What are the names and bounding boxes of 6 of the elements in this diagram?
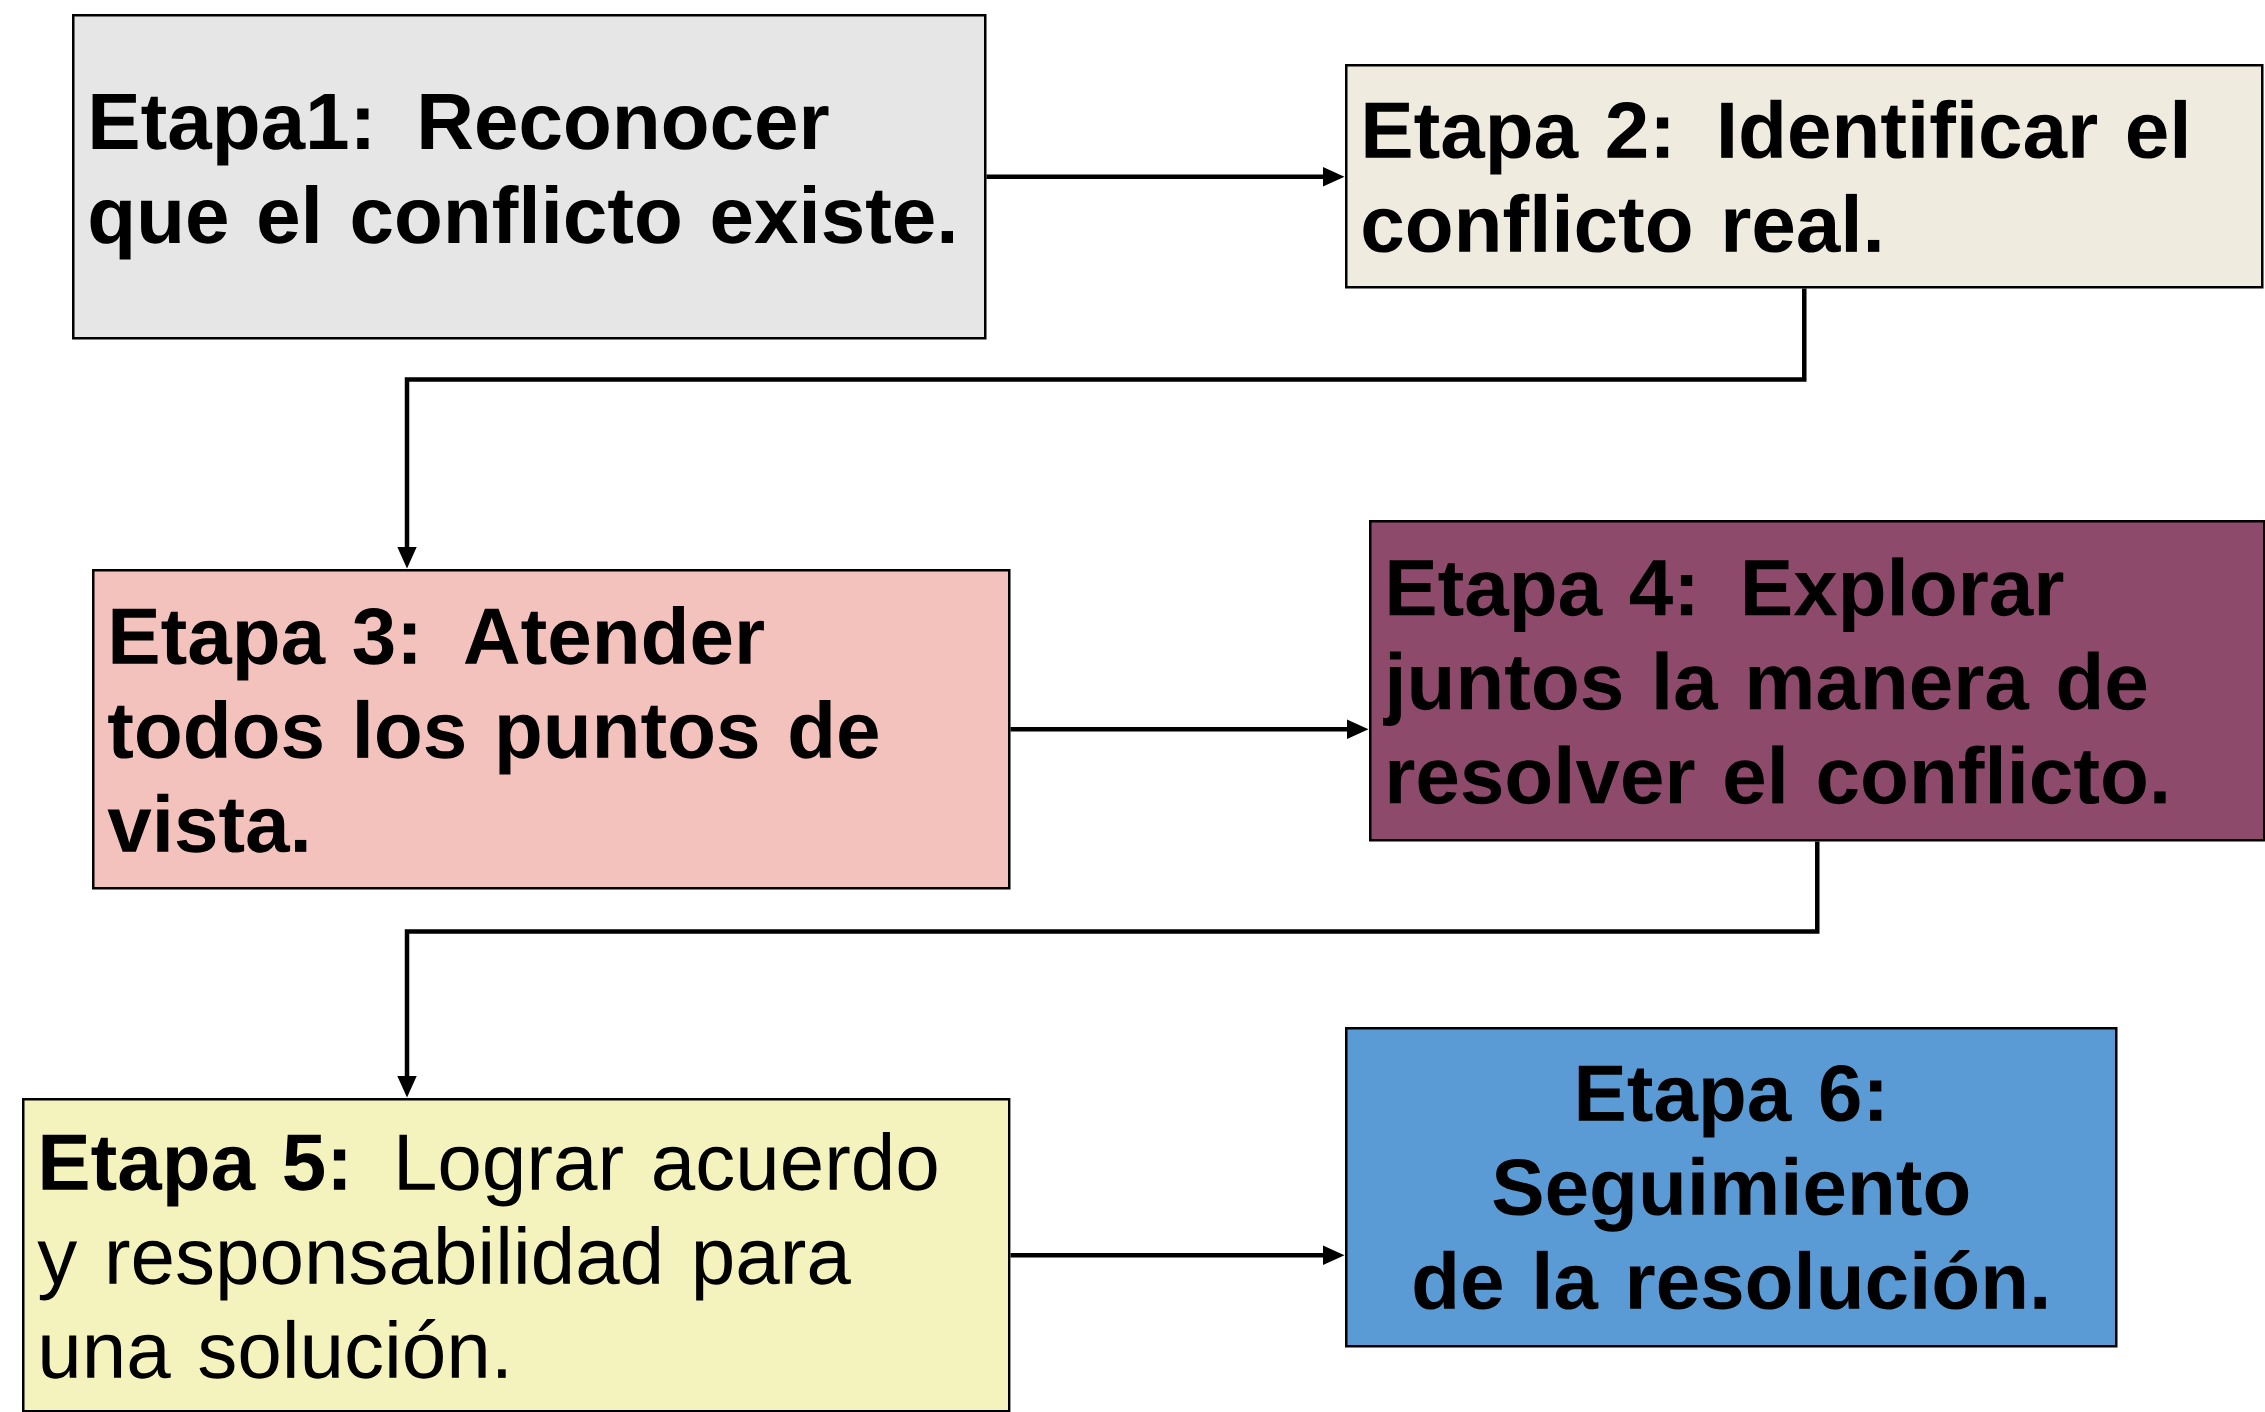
process-box: Etapa 2: Identificar el conflicto real. — [1345, 64, 2264, 289]
process-box: Etapa 5: Lograr acuerdo y responsabilidad para una solución. — [22, 1098, 1011, 1412]
process-box: Etapa1: Reconocer que el conflicto existe. — [72, 14, 987, 340]
process-box: Etapa 4: Explorar juntos la manera de resolver el conflicto. — [1369, 520, 2265, 842]
process-box: Etapa 6: Seguimiento de la resolución. — [1345, 1027, 2118, 1348]
process-box: Etapa 3: Atender todos los puntos de vista. — [92, 569, 1011, 890]
